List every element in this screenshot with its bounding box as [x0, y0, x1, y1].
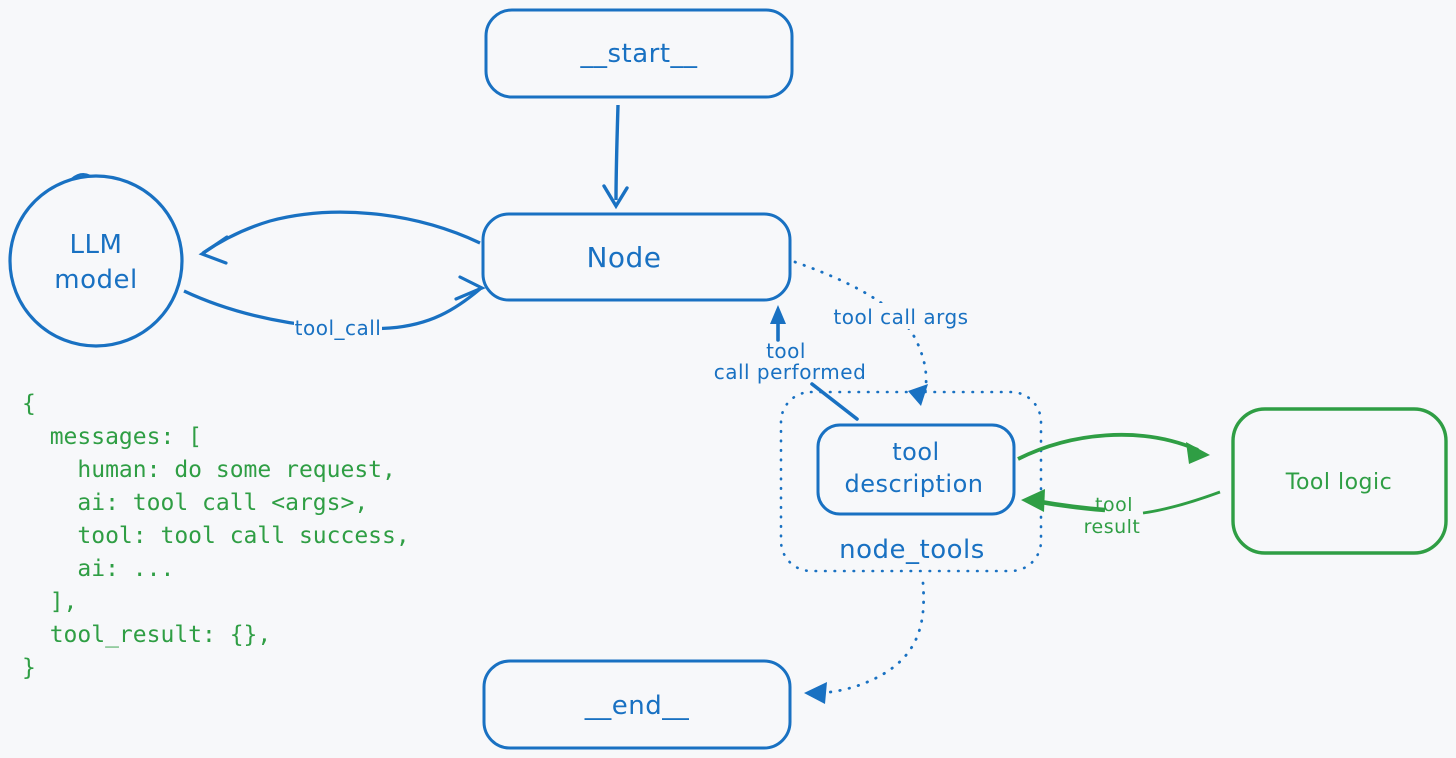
tool-description-outline — [816, 423, 1016, 516]
node-box-label: Node — [586, 241, 661, 274]
tool-call-performed-label-line2: call performed — [714, 360, 867, 384]
llm-model-node: LLM model — [8, 173, 184, 348]
end-node-outline — [482, 659, 792, 750]
edge-tool-call-performed — [770, 305, 859, 421]
edge-tool-call-args-line — [793, 260, 928, 400]
edge-tool-logic-to-desc-tail — [1142, 490, 1221, 515]
node-tools-label: node_tools — [839, 535, 985, 565]
edge-tool-desc-to-logic-line — [1017, 432, 1199, 461]
node-box: Node — [481, 212, 792, 302]
edge-start-to-node-line — [614, 104, 620, 201]
edge-tool-call-args — [793, 260, 928, 406]
edge-tool-logic-to-desc-arrowhead — [1021, 489, 1045, 512]
tool-description-label-line2: description — [845, 470, 984, 498]
edge-tool-logic-to-tool-description — [1021, 489, 1221, 515]
llm-circle-pen-mark — [71, 173, 91, 180]
tool-call-performed-label-line1: tool — [766, 339, 806, 363]
edge-node-tools-to-end — [804, 581, 925, 704]
tool-description-node: tool description — [816, 423, 1016, 516]
tool-description-label-line1: tool — [892, 438, 939, 466]
edge-node-to-llm — [198, 210, 481, 265]
edge-node-tools-to-end-line — [818, 581, 925, 695]
edge-tool-call-args-arrowhead — [908, 384, 928, 406]
edge-tool-call-performed-leader — [810, 382, 859, 421]
tool-call-label-bg — [294, 314, 382, 342]
node-tools-group: node_tools tool description — [779, 390, 1043, 573]
edge-start-to-node — [602, 104, 629, 210]
end-node: __end__ — [482, 659, 792, 750]
llm-label-line1: LLM — [70, 230, 123, 260]
state-code-block: { messages: [ human: do some request, ai… — [22, 391, 410, 681]
tool-call-args-label-bg — [838, 303, 966, 329]
node-box-outline — [481, 212, 792, 302]
tool-logic-outline — [1231, 407, 1448, 555]
tool-logic-label: Tool logic — [1285, 470, 1392, 495]
edge-tool-desc-to-logic-arrowhead — [1186, 442, 1210, 464]
tool-logic-node: Tool logic — [1231, 407, 1448, 555]
tool-result-label-line2: result — [1084, 516, 1141, 538]
start-node-outline — [484, 8, 794, 99]
edge-start-to-node-arrowhead — [602, 184, 629, 210]
tool-call-args-label: tool call args — [833, 305, 968, 329]
edge-node-to-llm-arrowhead — [198, 235, 229, 265]
edge-node-to-llm-line — [202, 210, 481, 255]
tool-result-label-line1: tool — [1095, 494, 1133, 516]
llm-label-line2: model — [54, 265, 137, 295]
tool-call-label: tool_call — [295, 316, 382, 340]
node-tools-dotted-outline — [779, 390, 1043, 573]
llm-circle-outline — [8, 174, 184, 348]
edge-llm-to-node-arrowhead — [454, 275, 486, 301]
edge-tool-call-performed-arrowhead — [770, 305, 786, 324]
edge-tool-description-to-tool-logic — [1017, 432, 1210, 464]
edge-node-tools-to-end-arrowhead — [804, 682, 827, 704]
end-node-label: __end__ — [584, 691, 690, 721]
start-node-label: __start__ — [579, 39, 698, 69]
start-node: __start__ — [484, 8, 794, 99]
